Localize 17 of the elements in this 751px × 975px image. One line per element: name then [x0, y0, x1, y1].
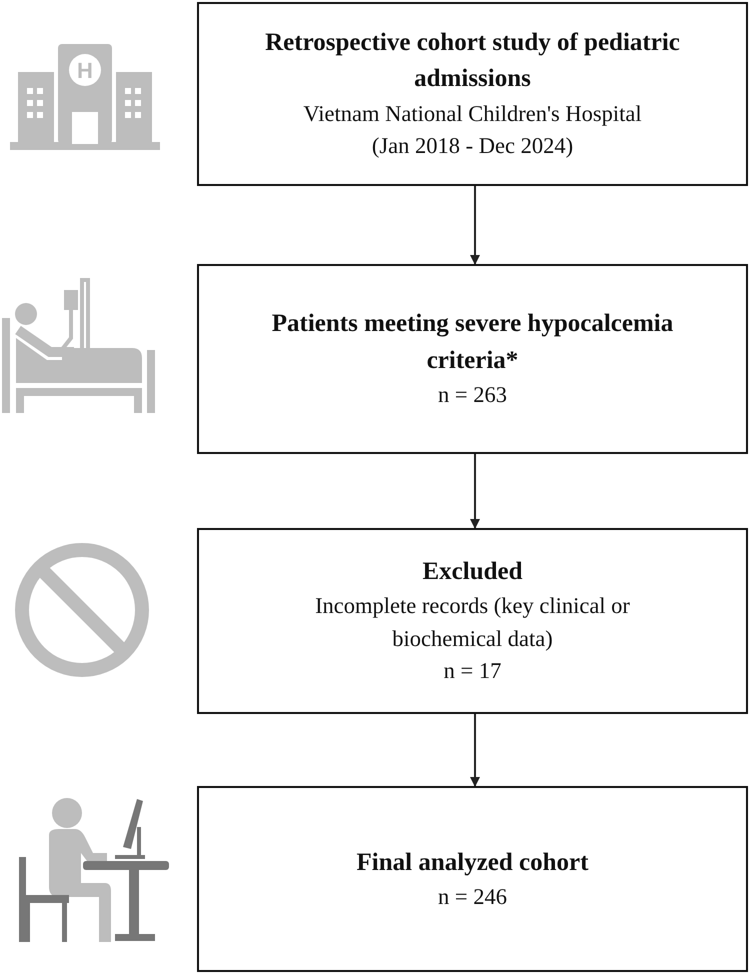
process-box [197, 264, 748, 454]
box-text: n = 246 [438, 882, 507, 911]
arrow [470, 714, 480, 787]
box-text: n = 263 [438, 380, 507, 409]
box-heading: Final analyzed cohort [356, 848, 588, 878]
box-heading: Patients meeting severe hypocalcemia criteria* [270, 309, 674, 376]
arrow [470, 454, 480, 529]
arrow [470, 186, 480, 265]
box-text: Incomplete records (key clinical or biochemical data) [314, 592, 631, 653]
box-heading: Retrospective cohort study of pediatric admissions [264, 28, 681, 94]
box-text: n = 17 [444, 657, 502, 686]
box-text: Vietnam National Children's Hospital [303, 100, 642, 128]
process-box [197, 786, 748, 972]
process-box [197, 528, 748, 714]
box-text: (Jan 2018 - Dec 2024) [372, 132, 574, 160]
box-heading: Excluded [422, 556, 523, 587]
process-box [197, 2, 748, 186]
